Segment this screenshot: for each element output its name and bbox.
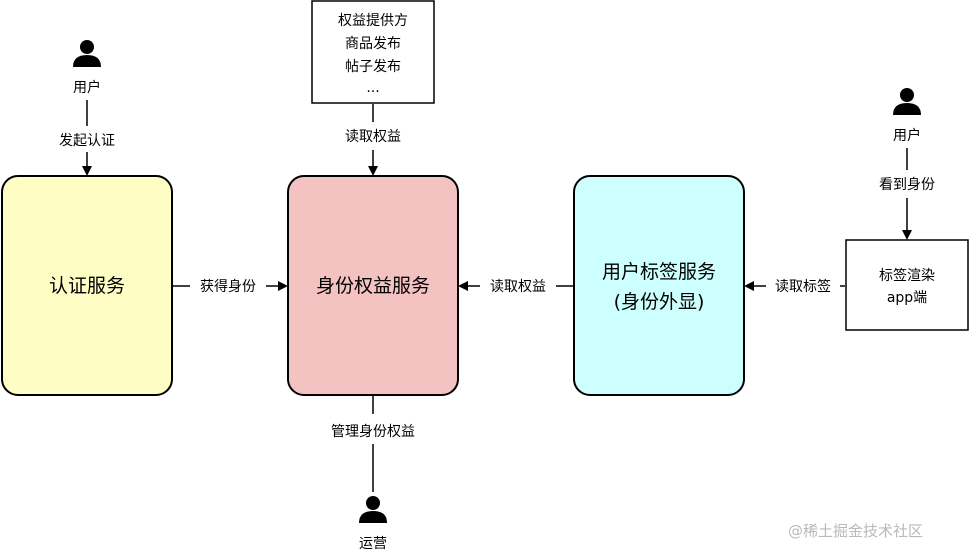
person-icon: [893, 88, 921, 115]
rights-provider-box: 权益提供方 商品发布 帖子发布 ...: [311, 0, 435, 104]
person-icon: [73, 40, 101, 67]
edge-label-read-rights-middle: 读取权益: [490, 278, 546, 295]
rights-provider-line: 商品发布: [345, 36, 401, 52]
tag-render-app-box: 标签渲染 app端: [845, 239, 969, 331]
user-tag-service-rect: [573, 175, 745, 396]
person-icon: [359, 496, 387, 523]
user-right-label: 用户: [893, 127, 921, 144]
user-tag-service-line2: (身份外显): [614, 291, 705, 313]
watermark: @稀土掘金技术社区: [788, 522, 924, 540]
edge-label-read-rights-top: 读取权益: [345, 128, 401, 145]
tag-render-app-rect: [845, 239, 969, 331]
tag-render-app-line1: 标签渲染: [879, 267, 935, 284]
edge-label-view-identity: 看到身份: [879, 177, 935, 193]
rights-provider-line: 帖子发布: [345, 59, 401, 75]
edge-label-obtain-identity: 获得身份: [200, 278, 256, 295]
edge-label-read-tags: 读取标签: [775, 278, 831, 295]
user-tag-service-box: 用户标签服务 (身份外显): [573, 175, 745, 396]
rights-provider-line: ...: [366, 80, 379, 96]
rights-provider-rect: [311, 0, 435, 104]
user-left-label: 用户: [73, 79, 101, 96]
auth-service-label: 认证服务: [49, 275, 125, 297]
identity-rights-service-label: 身份权益服务: [316, 275, 430, 297]
edge-label-manage-identity-rights: 管理身份权益: [331, 424, 415, 440]
user-tag-service-line1: 用户标签服务: [602, 261, 716, 283]
tag-render-app-line2: app端: [887, 290, 927, 306]
operator-label: 运营: [359, 536, 387, 552]
auth-service-box: 认证服务: [1, 175, 173, 396]
identity-rights-service-box: 身份权益服务: [287, 175, 459, 396]
edge-label-initiate-auth: 发起认证: [59, 133, 115, 149]
rights-provider-line: 权益提供方: [338, 13, 408, 29]
auth-service-rect: [1, 175, 173, 396]
